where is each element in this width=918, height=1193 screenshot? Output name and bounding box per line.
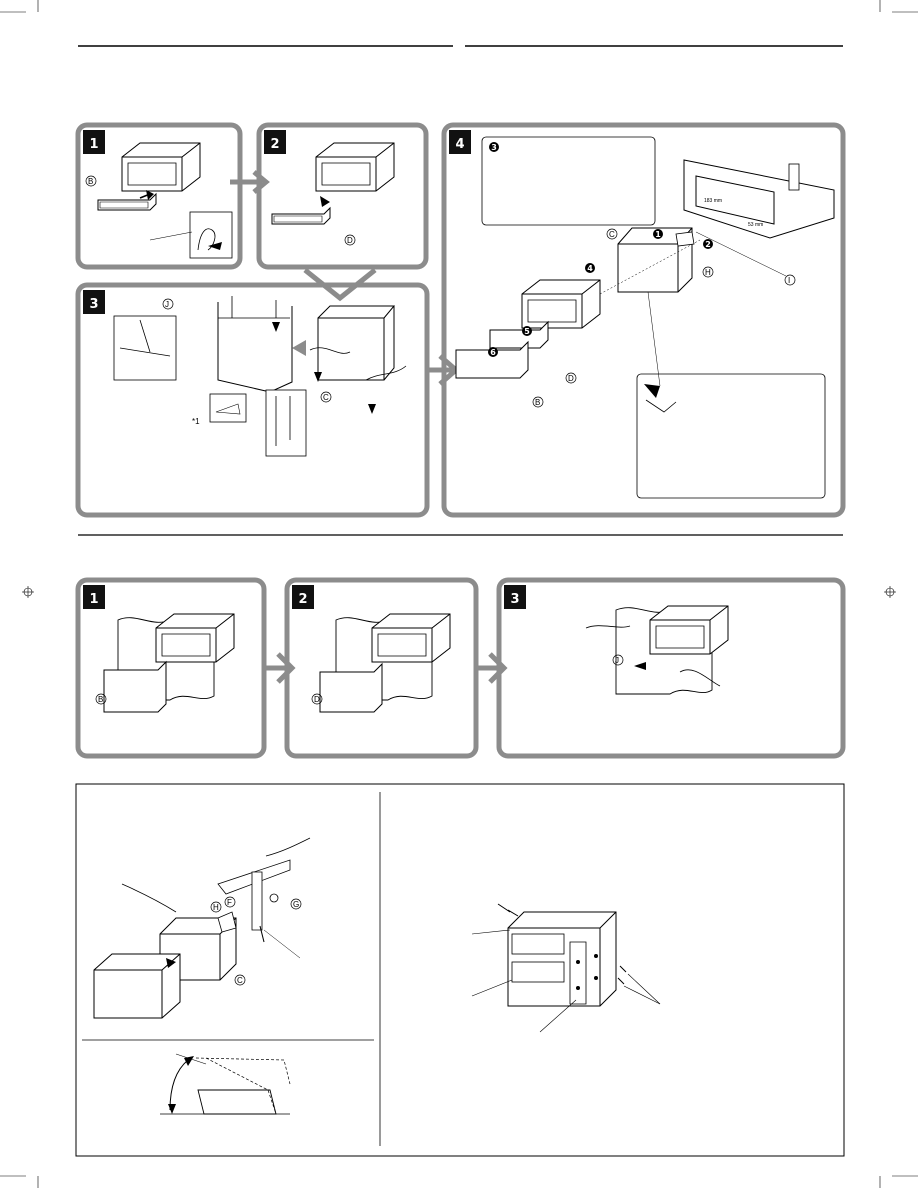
remove-step-2-panel: 2 D <box>284 577 479 759</box>
callout-b-1: B <box>88 177 93 186</box>
mounting-angle-diagram <box>160 1053 291 1115</box>
callout-g: G <box>293 900 299 909</box>
note-box-3-number: 3 <box>491 143 497 152</box>
remove-step-1-number: 1 <box>89 592 98 607</box>
flow-arrows-removal <box>264 652 508 684</box>
iso-frame-diagram <box>471 903 661 1033</box>
install-step-1-panel: 1 B <box>75 122 243 270</box>
dim-height: 53 mm <box>748 222 763 228</box>
assembly-num-2: 2 <box>705 240 711 249</box>
dim-width: 183 mm <box>704 198 722 204</box>
install-step-4-panel: 4 3 183 mm 53 mm C H I 1 2 4 5 D 6 <box>441 122 846 518</box>
callout-d-1: D <box>347 236 353 245</box>
bottom-frame <box>75 783 845 1157</box>
note-box-bend-tabs <box>636 373 826 499</box>
callout-d-3: D <box>314 695 320 704</box>
assembly-num-4: 4 <box>587 264 593 273</box>
remove-step-1-panel: 1 B <box>75 577 267 759</box>
callout-h-1: H <box>705 268 711 277</box>
callout-d-2: D <box>568 374 574 383</box>
callout-b-3: B <box>98 695 103 704</box>
install-step-4-number: 4 <box>455 137 464 152</box>
callout-j-1: J <box>165 300 169 309</box>
install-step-3-number: 3 <box>89 297 98 312</box>
remove-step-3-panel: 3 J <box>496 577 846 759</box>
remove-step-2-number: 2 <box>298 592 307 607</box>
install-step-2-number: 2 <box>270 137 279 152</box>
callout-star1: *1 <box>192 417 200 426</box>
registration-mark-right <box>884 586 896 598</box>
note-box-3 <box>481 136 656 226</box>
assembly-num-6: 6 <box>490 348 496 357</box>
callout-c-3: C <box>237 976 243 985</box>
callout-j-2: J <box>615 656 619 665</box>
callout-f: F <box>227 898 232 907</box>
callout-b-2: B <box>535 398 540 407</box>
callout-i-1: I <box>788 276 790 285</box>
callout-c-2: C <box>609 230 615 239</box>
assembly-num-5: 5 <box>524 327 530 336</box>
install-step-3-panel: 3 J *1 C <box>75 282 430 518</box>
remove-step-3-number: 3 <box>510 592 519 607</box>
callout-h-2: H <box>213 903 219 912</box>
install-step-2-panel: 2 D <box>256 122 429 270</box>
install-step-1-number: 1 <box>89 137 98 152</box>
rear-bracket-diagram: C H F G <box>93 837 311 1019</box>
assembly-num-1: 1 <box>655 230 661 239</box>
callout-c-1: C <box>323 393 329 402</box>
registration-mark-left <box>22 586 34 598</box>
